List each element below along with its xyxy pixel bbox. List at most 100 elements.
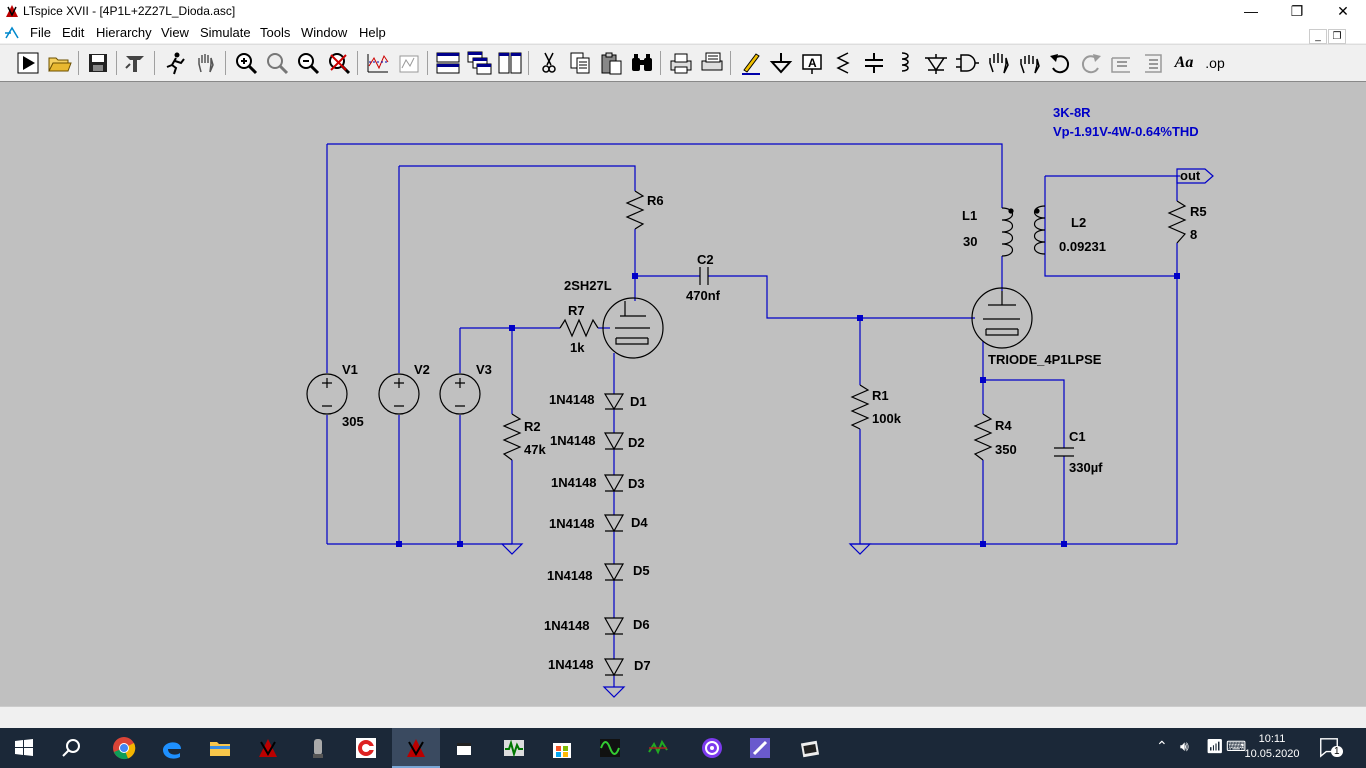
store-icon[interactable]: [538, 728, 586, 768]
c-app-icon[interactable]: [342, 728, 390, 768]
ltspice-app-icon: [6, 5, 18, 17]
undo-icon[interactable]: [1047, 50, 1073, 76]
mirror-icon[interactable]: [1140, 50, 1166, 76]
draw-wire-icon[interactable]: [738, 50, 764, 76]
scope-app-icon[interactable]: [490, 728, 538, 768]
mdi-restore-button[interactable]: ❐: [1328, 29, 1346, 44]
d6-name: D6: [633, 617, 650, 632]
out-label: out: [1180, 168, 1201, 183]
camera-icon[interactable]: [786, 728, 834, 768]
zoom-to-fit-icon[interactable]: [264, 50, 290, 76]
mdi-minimize-button[interactable]: _: [1309, 29, 1327, 44]
pan-icon[interactable]: [193, 50, 219, 76]
print-setup-icon[interactable]: [699, 50, 725, 76]
print-icon[interactable]: [668, 50, 694, 76]
text-icon[interactable]: Aa: [1174, 54, 1194, 71]
schematic-canvas[interactable]: 3K-8R Vp-1.91V-4W-0.64%THD out V1 305 V2…: [0, 81, 1366, 707]
volume-icon[interactable]: 🔊︎: [1180, 738, 1189, 754]
paste-icon[interactable]: [598, 50, 624, 76]
document-icon[interactable]: [4, 25, 20, 40]
l1-symbol: [1001, 207, 1014, 257]
notification-button[interactable]: 1: [1318, 736, 1344, 760]
redo-icon[interactable]: [1078, 50, 1104, 76]
clock-date: 10.05.2020: [1244, 748, 1300, 760]
resistor-icon[interactable]: [830, 50, 856, 76]
copy-icon[interactable]: [567, 50, 593, 76]
language-icon[interactable]: ⌨︎: [1226, 738, 1247, 754]
d3-model: 1N4148: [551, 475, 597, 490]
c1-value: 330µf: [1069, 460, 1103, 475]
d2-model: 1N4148: [550, 433, 596, 448]
menu-tools[interactable]: Tools: [260, 25, 291, 40]
menu-help[interactable]: Help: [359, 25, 386, 40]
zoom-cancel-icon[interactable]: [326, 50, 352, 76]
r5-name: R5: [1190, 204, 1207, 219]
diode-icon[interactable]: [923, 50, 949, 76]
start-icon[interactable]: [0, 728, 48, 768]
paint-icon[interactable]: [736, 728, 784, 768]
v1-value: 305: [342, 414, 364, 429]
capacitor-icon[interactable]: [861, 50, 887, 76]
menu-simulate[interactable]: Simulate: [200, 25, 251, 40]
d3-symbol: [603, 474, 625, 493]
podcast-icon[interactable]: [688, 728, 736, 768]
explorer-icon[interactable]: [196, 728, 244, 768]
l2-name: L2: [1071, 215, 1086, 230]
open-icon[interactable]: [46, 50, 72, 76]
zoom-out-icon[interactable]: [295, 50, 321, 76]
d2-symbol: [603, 432, 625, 451]
ltspice-icon[interactable]: [244, 728, 292, 768]
tile-horizontal-icon[interactable]: [435, 50, 461, 76]
v2-name: V2: [414, 362, 430, 377]
wave-app-icon[interactable]: [586, 728, 634, 768]
ground-icon[interactable]: [768, 50, 794, 76]
edge-icon[interactable]: [148, 728, 196, 768]
ltspice-active-icon[interactable]: [392, 728, 440, 768]
drag-icon[interactable]: [1016, 50, 1042, 76]
maximize-button[interactable]: ❐: [1290, 3, 1304, 19]
label-net-icon[interactable]: A: [799, 50, 825, 76]
zoom-in-icon[interactable]: [233, 50, 259, 76]
menu-view[interactable]: View: [161, 25, 189, 40]
r4-value: 350: [995, 442, 1017, 457]
search-icon[interactable]: [48, 728, 96, 768]
d7-model: 1N4148: [548, 657, 594, 672]
annotation-line1: 3K-8R: [1053, 105, 1091, 120]
cascade-icon[interactable]: [466, 50, 492, 76]
notification-count: 1: [1331, 746, 1343, 757]
network-icon[interactable]: 📶︎: [1206, 738, 1224, 754]
spice-directive-icon[interactable]: .op: [1205, 55, 1225, 71]
run-icon[interactable]: [15, 50, 41, 76]
find-icon[interactable]: [629, 50, 655, 76]
toolbar: A Aa .op: [0, 44, 1366, 82]
tube1-model: 2SH27L: [564, 278, 612, 293]
minimize-button[interactable]: —: [1244, 3, 1258, 19]
window-title: LTspice XVII - [4P1L+2Z27L_Dioda.asc]: [23, 4, 236, 18]
tile-vertical-icon[interactable]: [497, 50, 523, 76]
waveform-icon[interactable]: [365, 50, 391, 76]
file-app-icon[interactable]: [440, 728, 488, 768]
tube-app-icon[interactable]: [294, 728, 342, 768]
move-icon[interactable]: [985, 50, 1011, 76]
wave2-app-icon[interactable]: [634, 728, 682, 768]
clock[interactable]: 10:11 10.05.2020: [1242, 732, 1302, 762]
d1-model: 1N4148: [549, 392, 595, 407]
r6-symbol: [625, 190, 645, 230]
chevron-up-icon[interactable]: ⌃: [1156, 738, 1168, 754]
save-icon[interactable]: [85, 50, 111, 76]
halt-icon[interactable]: [162, 50, 188, 76]
menu-window[interactable]: Window: [301, 25, 348, 40]
inductor-icon[interactable]: [892, 50, 918, 76]
autorange-icon[interactable]: [396, 50, 422, 76]
c2-name: C2: [697, 252, 714, 267]
component-icon[interactable]: [954, 50, 980, 76]
rotate-icon[interactable]: [1109, 50, 1135, 76]
menu-file[interactable]: File: [30, 25, 51, 40]
c2-value: 470nf: [686, 288, 721, 303]
control-panel-icon[interactable]: [122, 50, 148, 76]
close-button[interactable]: ✕: [1337, 3, 1349, 19]
menu-hierarchy[interactable]: Hierarchy: [96, 25, 152, 40]
cut-icon[interactable]: [536, 50, 562, 76]
chrome-icon[interactable]: [100, 728, 148, 768]
menu-edit[interactable]: Edit: [62, 25, 85, 40]
